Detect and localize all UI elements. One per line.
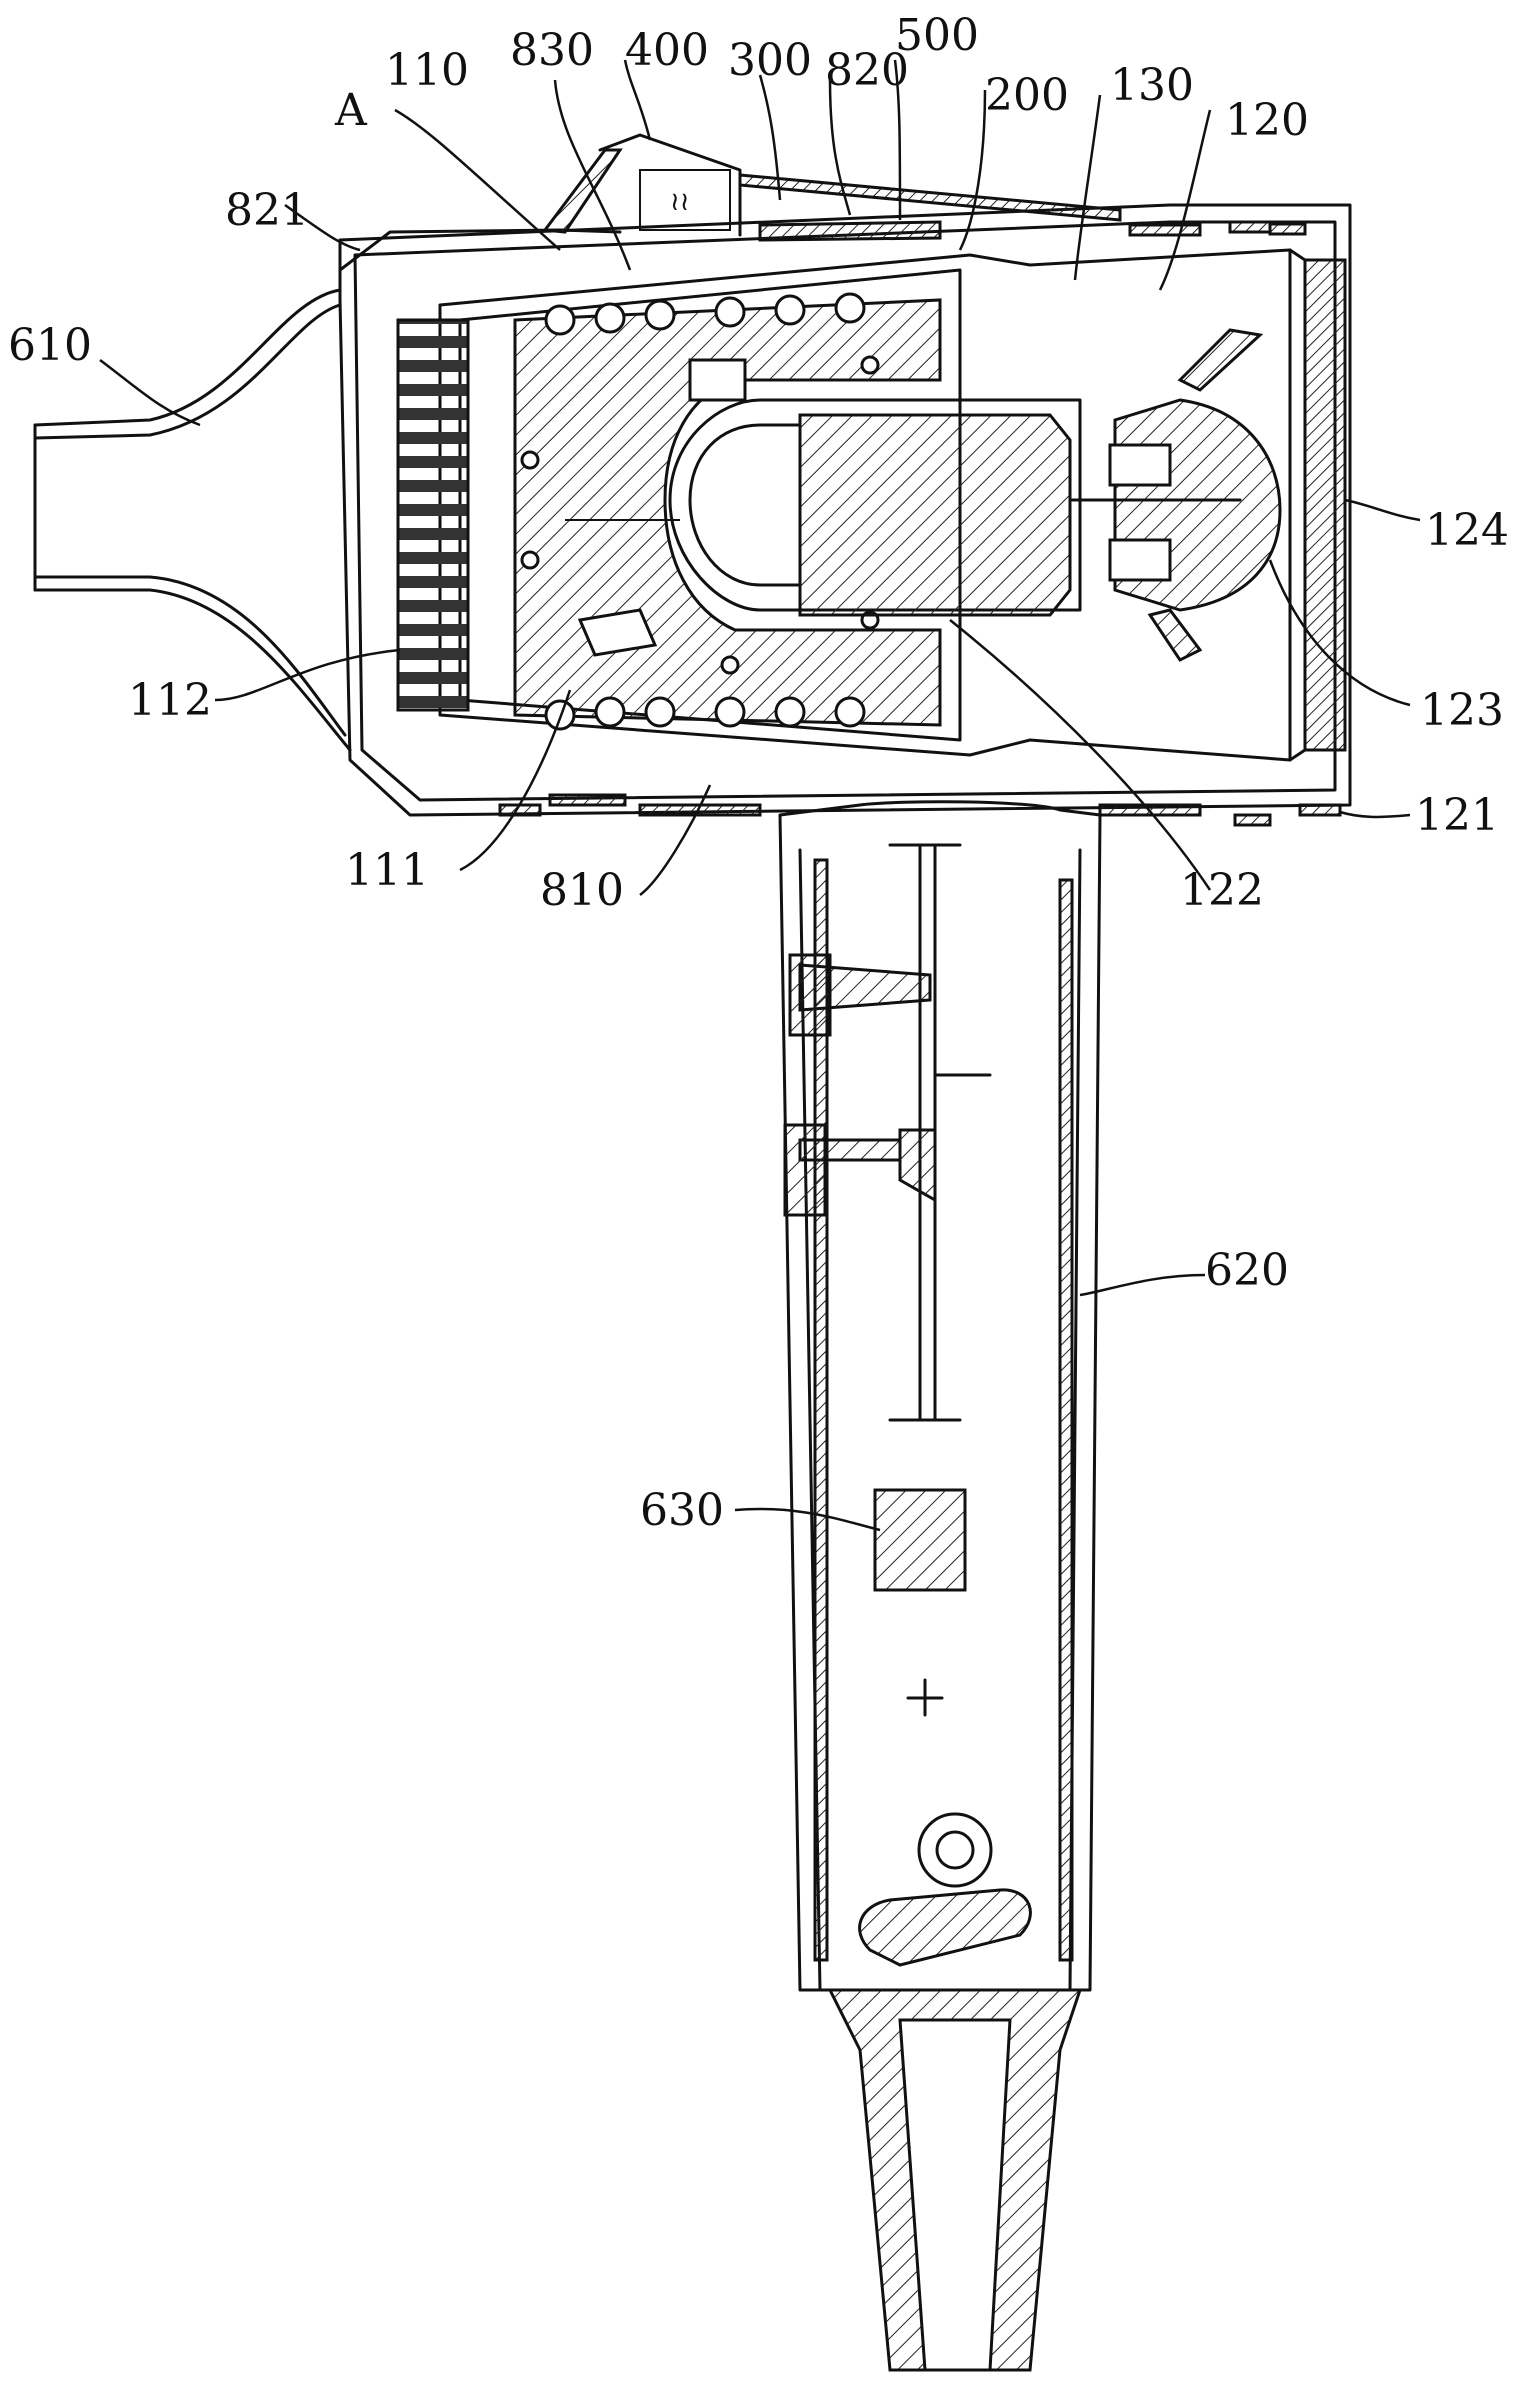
label-122: 122: [1180, 865, 1264, 916]
label-300: 300: [728, 35, 812, 86]
label-121: 121: [1415, 790, 1499, 841]
label-200: 200: [985, 70, 1069, 121]
label-610: 610: [8, 320, 92, 371]
label-400: 400: [625, 25, 709, 76]
label-130: 130: [1110, 60, 1194, 111]
handle: [780, 802, 1100, 2370]
label-124: 124: [1425, 505, 1509, 556]
label-830: 830: [510, 25, 594, 76]
label-630: 630: [640, 1485, 724, 1536]
label-120: 120: [1225, 95, 1309, 146]
label-123: 123: [1420, 685, 1504, 736]
label-111: 111: [345, 845, 429, 896]
svg-text:≀≀: ≀≀: [670, 187, 690, 217]
label-810: 810: [540, 865, 624, 916]
label-821: 821: [225, 185, 309, 236]
label-500: 500: [895, 10, 979, 61]
label-110: 110: [385, 45, 469, 96]
label-620: 620: [1205, 1245, 1289, 1296]
label-A: A: [334, 85, 368, 136]
dryer-head: ≀≀: [340, 135, 1350, 825]
label-112: 112: [128, 675, 212, 726]
